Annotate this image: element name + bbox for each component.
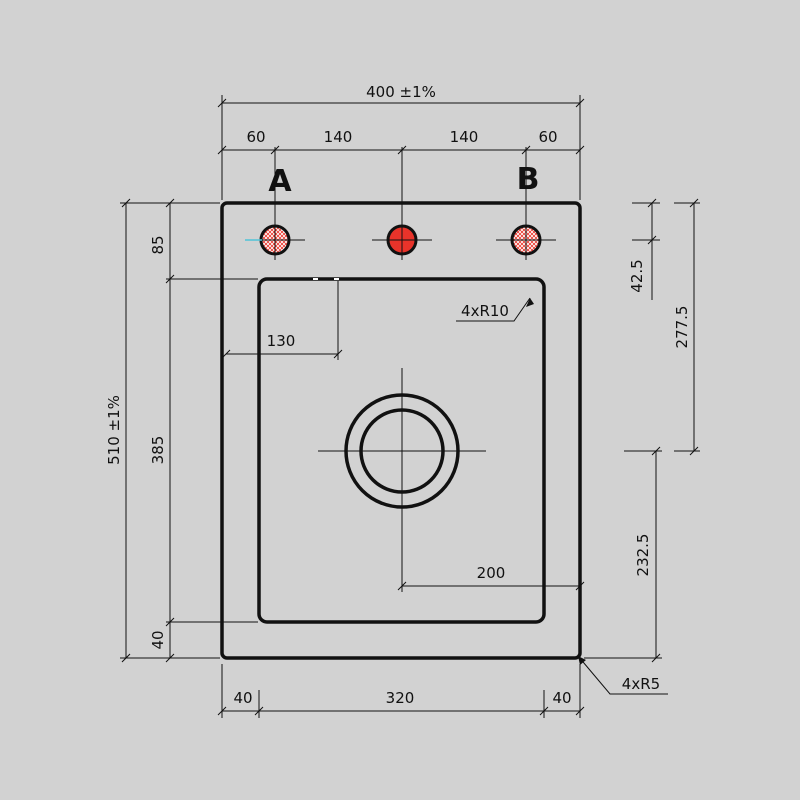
dim-bottom-right-margin-label: 40: [552, 689, 571, 707]
callout-outer-radius-label: 4xR5: [622, 675, 660, 693]
callout-inner-radius-label: 4xR10: [461, 302, 509, 320]
dim-overall-height: 510 ±1%: [105, 198, 220, 663]
callout-inner-radius: 4xR10: [456, 297, 534, 322]
drain: [318, 368, 486, 534]
dim-spacing-right-label: 60: [538, 128, 557, 146]
dim-drain-from-bottom-label: 232.5: [634, 534, 652, 577]
dim-overall-width-label: 400 ±1%: [366, 83, 436, 101]
dim-spacing-mid-left-label: 140: [324, 128, 353, 146]
dim-spacing-left-label: 60: [246, 128, 265, 146]
dim-bowl-offset-label: 130: [267, 332, 296, 350]
dim-bowl-width-label: 320: [386, 689, 415, 707]
dim-overall-width: 400 ±1%: [217, 83, 585, 200]
dim-bottom-left-margin-label: 40: [233, 689, 252, 707]
dim-drain-from-top: 277.5: [673, 198, 700, 456]
sink-outer-outline: [220, 201, 582, 660]
dim-drain-from-right: 200: [397, 534, 585, 592]
tap-hole-left: [245, 147, 305, 260]
dim-drain-from-top-label: 277.5: [673, 306, 691, 349]
marker-a: A: [268, 164, 292, 199]
dim-bowl-offset: 130: [221, 281, 343, 360]
marker-b: B: [517, 162, 540, 197]
dim-bottom-margin-label: 40: [149, 630, 167, 649]
tap-hole-center: [372, 147, 432, 260]
dim-hole-spacing: 60 140 140 60: [217, 128, 585, 155]
dim-overall-height-label: 510 ±1%: [105, 395, 123, 465]
callout-outer-radius: 4xR5: [577, 655, 668, 695]
dim-vertical-chain: 85 385 40: [149, 198, 258, 663]
bowl-outline: [257, 277, 546, 624]
dim-bowl-height-label: 385: [149, 436, 167, 465]
dim-drain-from-right-label: 200: [477, 564, 506, 582]
dim-drain-from-bottom: 232.5: [584, 446, 662, 663]
dim-bottom-chain: 40 320 40: [217, 664, 585, 718]
dim-top-margin-label: 85: [149, 235, 167, 254]
dim-hole-offset-top: 42.5: [628, 198, 660, 300]
dim-hole-offset-top-label: 42.5: [628, 259, 646, 292]
dim-spacing-mid-right-label: 140: [450, 128, 479, 146]
tap-hole-right: [496, 147, 556, 260]
